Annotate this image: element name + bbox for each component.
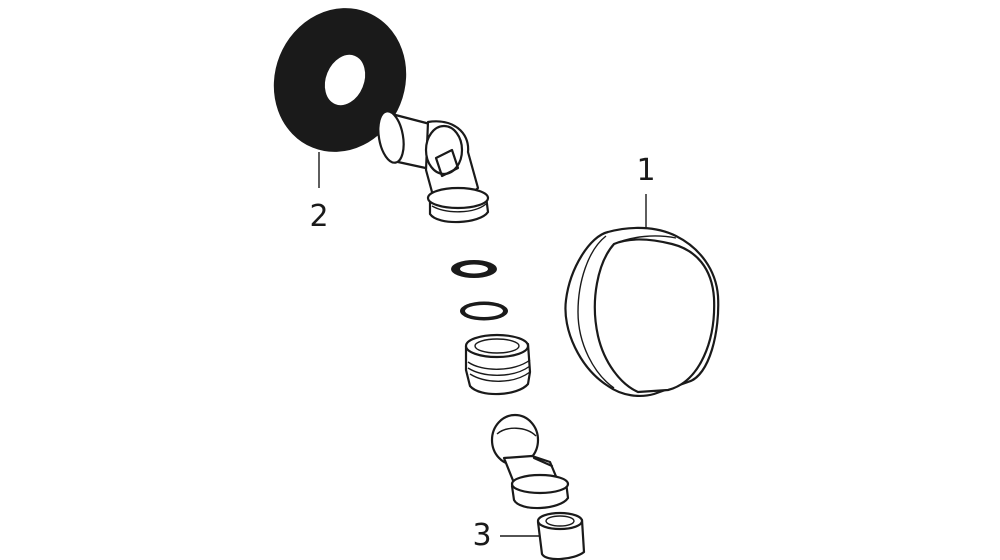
callout-2-label: 2 [309, 199, 328, 234]
ball-joint-part [490, 413, 570, 510]
callout-3: 3 [472, 518, 540, 553]
upper-o-ring-part [451, 260, 497, 278]
threaded-insert-part [536, 511, 586, 560]
callout-1: 1 [636, 153, 656, 228]
lower-o-ring-part [460, 301, 508, 321]
wall-rosette-part [273, 8, 407, 152]
elbow-connector-part [377, 110, 490, 224]
callout-1-label: 1 [636, 153, 655, 188]
callout-2: 2 [309, 152, 329, 234]
dome-cover-part [564, 226, 720, 397]
threaded-nut-part [464, 333, 532, 396]
callout-3-label: 3 [472, 518, 491, 553]
